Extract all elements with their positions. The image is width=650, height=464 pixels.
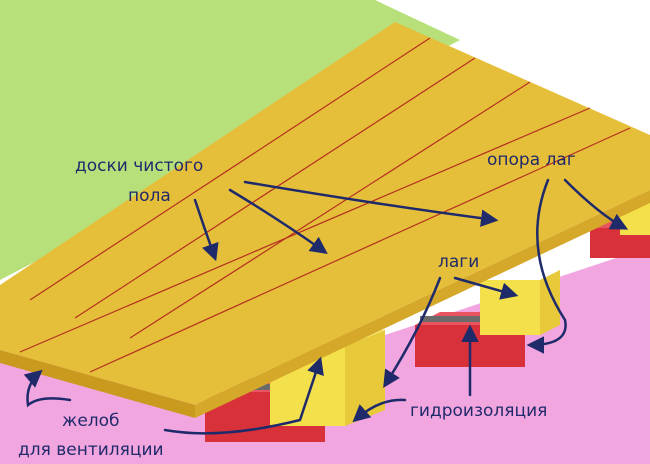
arrow-boards-1: [193, 198, 219, 262]
arrow-joists-1: [383, 276, 442, 388]
label-groove-line2: для вентиляции: [18, 440, 164, 460]
arrow-joists-2: [453, 276, 519, 300]
arrow-groove: [23, 369, 72, 408]
label-joists: лаги: [438, 252, 480, 272]
label-joist-support: опора лаг: [487, 150, 576, 170]
waterproof-layer-front: [208, 384, 318, 390]
arrow-groove-vent: [163, 356, 324, 435]
label-groove-line1: желоб: [62, 411, 120, 431]
arrow-waterproof-1: [352, 398, 407, 423]
waterproof-layer-middle: [420, 316, 520, 322]
annotation-arrows: [23, 178, 629, 435]
label-floor-boards-line1: доски чистого: [75, 156, 204, 176]
arrow-boards-2: [228, 188, 328, 255]
wall-area: [0, 0, 650, 120]
arrow-boards-3: [243, 180, 499, 227]
joist-middle: [480, 270, 560, 335]
label-floor-boards-line2: пола: [128, 186, 171, 206]
label-waterproofing: гидроизоляция: [410, 401, 548, 421]
arrow-support-1: [526, 178, 567, 354]
arrow-support-2: [563, 178, 629, 230]
